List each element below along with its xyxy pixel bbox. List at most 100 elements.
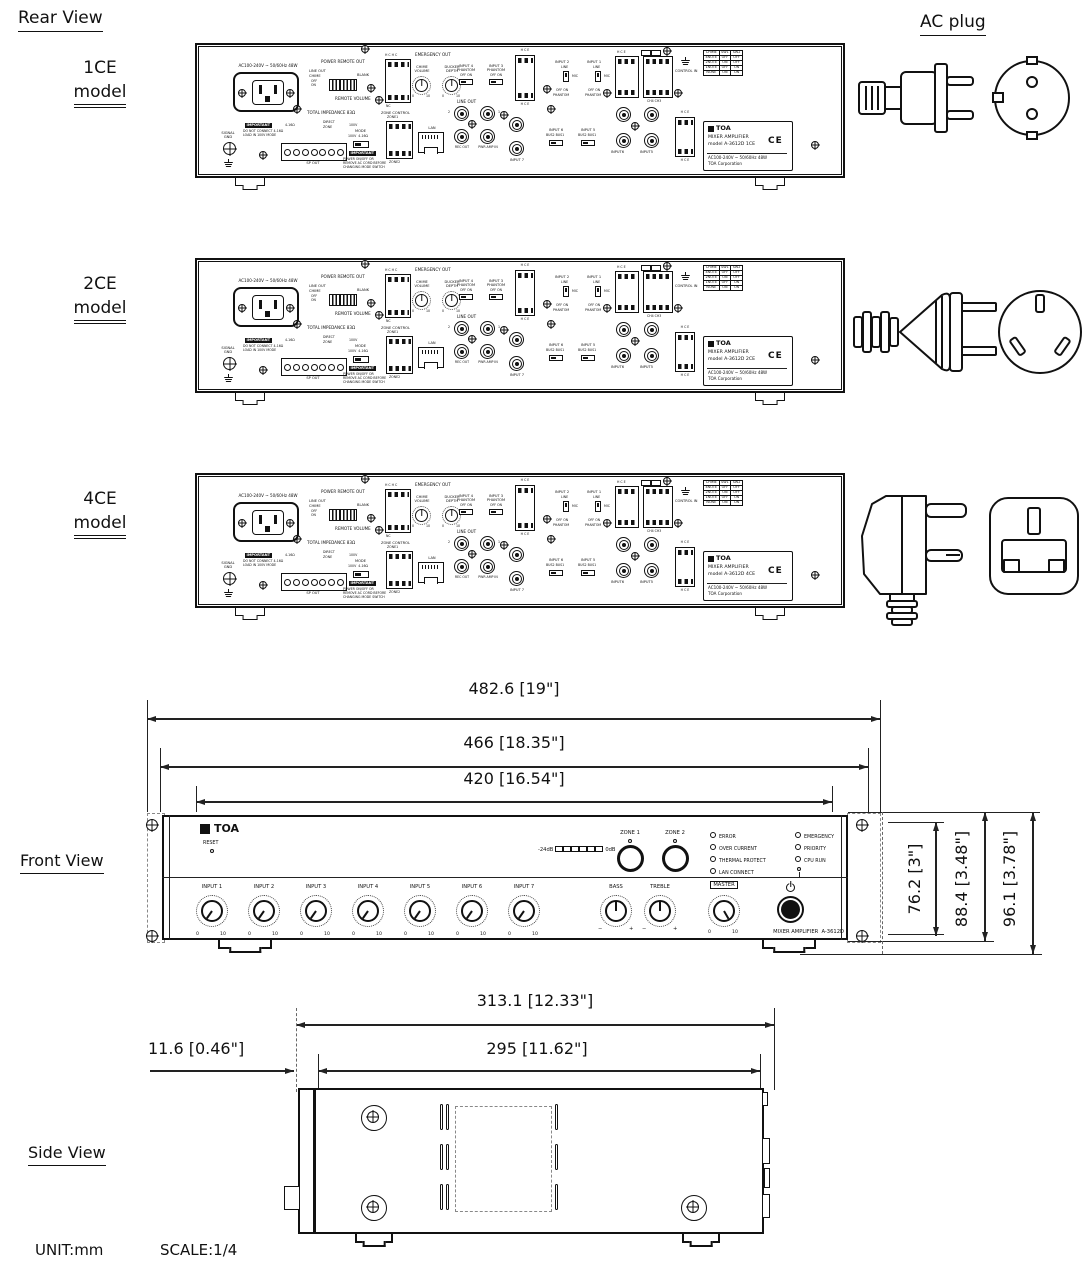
pwr-amp-in-label: PWR AMP IN bbox=[478, 575, 498, 579]
line-label: LINE bbox=[593, 280, 601, 284]
chassis-foot bbox=[235, 178, 265, 186]
input-knob bbox=[404, 895, 436, 927]
hce-label: H C E bbox=[520, 263, 530, 267]
knob-max: 10 bbox=[456, 94, 461, 98]
side-view-heading: Side View bbox=[28, 1143, 106, 1166]
meter-cell bbox=[563, 846, 572, 852]
knob-min: 0 bbox=[442, 94, 445, 98]
input1-label: INPUT 1 bbox=[587, 60, 602, 64]
line-out-sw-label: LINE OUT bbox=[309, 284, 326, 288]
jack2-label: 2 bbox=[448, 110, 451, 114]
input5-jack-label: INPUT5 bbox=[640, 150, 654, 154]
screw-icon bbox=[259, 151, 267, 159]
screw-icon bbox=[468, 550, 476, 558]
earth-ground-icon bbox=[224, 159, 233, 167]
load-warning: DO NOT CONNECT 4-16Ω LOAD IN 100V MODE bbox=[243, 559, 284, 567]
side-screw bbox=[681, 1195, 707, 1221]
emergency-out-terminal bbox=[385, 489, 411, 533]
input2-label: INPUT 2 bbox=[555, 490, 570, 494]
lan-port bbox=[418, 562, 444, 583]
model-word: model bbox=[60, 513, 140, 539]
zone2-label: ZONE2 bbox=[389, 160, 401, 164]
input6-bus-switch bbox=[549, 355, 563, 361]
screw-icon bbox=[811, 141, 819, 149]
lan-label: LAN bbox=[428, 556, 436, 560]
screw-icon bbox=[631, 337, 639, 345]
line-out-jack-2 bbox=[454, 321, 469, 336]
ce-mark: CE bbox=[768, 351, 783, 361]
rear-panel: AC100-240V ~ 50/60Hz 48W SIGNAL GND IMPO… bbox=[195, 43, 845, 178]
input5-jack bbox=[644, 563, 659, 578]
nameplate-model: model A-3612D 4CE bbox=[708, 572, 756, 577]
nameplate-corp: TOA Corporation bbox=[708, 376, 742, 381]
sp-out-terminal bbox=[281, 358, 347, 376]
rec-out-label: REC OUT bbox=[454, 575, 470, 579]
screw-icon bbox=[238, 89, 246, 97]
input4-phantom-switch bbox=[459, 79, 473, 85]
dim-line bbox=[318, 1068, 760, 1073]
model-name-4ce: 4CE bbox=[83, 489, 117, 509]
control-terminal-block bbox=[643, 271, 673, 313]
nameplate: TOA MIXER AMPLIFIER model A-3612D 4CE CE… bbox=[703, 551, 793, 601]
mode-label: MODE bbox=[355, 559, 366, 563]
input-knob bbox=[300, 895, 332, 927]
hce-label: H C E bbox=[617, 50, 626, 54]
input-knob bbox=[456, 895, 488, 927]
control-in-label: CONTROL IN bbox=[675, 69, 698, 73]
dim-leader bbox=[150, 1068, 294, 1073]
total-impedance-label: TOTAL IMPEDANCE 83Ω bbox=[307, 110, 356, 115]
screw-icon bbox=[468, 120, 476, 128]
lan-port bbox=[418, 132, 444, 153]
chime-volume-label: CHIME VOLUME bbox=[414, 280, 430, 289]
phantom-label: PHANTOM bbox=[553, 93, 570, 97]
input5-bus-switch bbox=[581, 570, 595, 576]
ducker-depth-label: DUCKER DEPTH bbox=[444, 280, 460, 289]
screw-icon bbox=[375, 96, 383, 104]
dim-line bbox=[982, 812, 987, 941]
earth-ground-icon bbox=[224, 374, 233, 382]
zone2-label: ZONE 2 bbox=[665, 830, 685, 836]
screw-icon bbox=[547, 105, 555, 113]
chassis-foot bbox=[355, 1234, 393, 1243]
line-out-jack-1 bbox=[480, 321, 495, 336]
input4-phantom-switch bbox=[459, 509, 473, 515]
brand-logo: TOA bbox=[716, 339, 731, 347]
input6-jack bbox=[616, 133, 631, 148]
input6-bus-label: INPUT 6 bbox=[549, 128, 564, 132]
input-knob-label: INPUT 3 bbox=[305, 884, 327, 890]
signal-gnd-screw bbox=[223, 142, 236, 155]
screw-icon bbox=[238, 519, 246, 527]
chassis-foot bbox=[682, 1234, 720, 1243]
ac-inlet-core bbox=[252, 510, 284, 535]
nameplate-line1: MIXER AMPLIFIER bbox=[708, 565, 749, 570]
phantom-label: PHANTOM bbox=[585, 523, 602, 527]
input3-phantom-label: INPUT 3 PHANTOM bbox=[486, 494, 506, 503]
screw-icon bbox=[547, 320, 555, 328]
nameplate-corp: TOA Corporation bbox=[708, 161, 742, 166]
meter-cell bbox=[595, 846, 604, 852]
ac-inlet-core bbox=[252, 80, 284, 105]
input5-jack bbox=[644, 107, 659, 122]
phantom-label: PHANTOM bbox=[585, 93, 602, 97]
input6-jack-label: INPUT6 bbox=[611, 580, 625, 584]
off-on-label: OFF ON bbox=[588, 518, 601, 522]
input3-phantom-label: INPUT 3 PHANTOM bbox=[486, 64, 506, 73]
knob-min: 0 bbox=[412, 524, 415, 528]
line-label: LINE bbox=[561, 495, 569, 499]
input7-jack bbox=[509, 117, 524, 132]
hce-terminal bbox=[515, 270, 535, 316]
hce-label: H C E bbox=[680, 325, 690, 329]
input5-jack bbox=[644, 133, 659, 148]
line-out-jack-1 bbox=[480, 536, 495, 551]
earth-ground-icon bbox=[681, 487, 690, 495]
off-on-label: OFF ON bbox=[459, 73, 473, 77]
dip-switch bbox=[329, 509, 357, 521]
chime-volume-knob bbox=[412, 76, 431, 95]
direct-label: DIRECT bbox=[323, 550, 335, 554]
direct-label: DIRECT bbox=[323, 120, 335, 124]
mode-switch bbox=[353, 571, 369, 578]
hce-label: H C E bbox=[520, 102, 530, 106]
side-view-drawing bbox=[280, 1085, 790, 1250]
remote-volume-label: REMOTE VOLUME bbox=[335, 96, 371, 101]
